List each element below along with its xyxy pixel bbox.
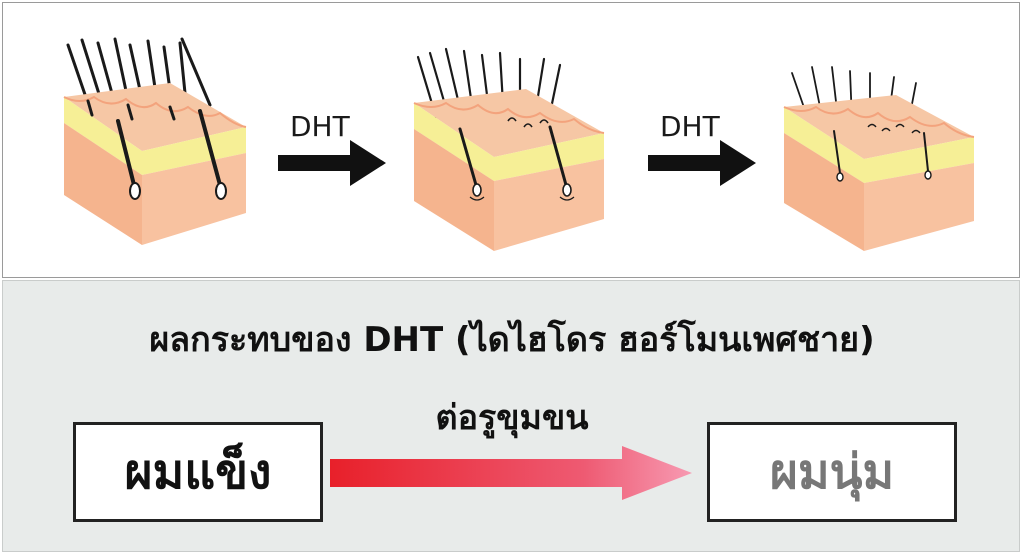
gradient-arrow-icon: [330, 446, 692, 500]
caption-title: ผลกระทบของ DHT (ไดไฮโดร ฮอร์โมนเพศชาย): [149, 320, 875, 360]
state-box-after: ผมนุ่ม: [707, 422, 957, 522]
state-before-label: ผมแข็ง: [124, 444, 272, 500]
dht-label-1: DHT: [290, 110, 350, 143]
state-box-before: ผมแข็ง: [73, 422, 323, 522]
scalp-stage-miniaturized-icon: [783, 66, 975, 251]
arrow-right-icon: [648, 140, 756, 186]
state-after-label: ผมนุ่ม: [769, 444, 895, 500]
dht-label-2: DHT: [660, 110, 720, 143]
arrow-right-icon: [278, 140, 386, 186]
scalp-stage-healthy-icon: [63, 37, 247, 245]
scalp-stage-thinning-icon: [413, 47, 605, 251]
caption-subtitle: ต่อรูขุมขน: [435, 398, 589, 438]
